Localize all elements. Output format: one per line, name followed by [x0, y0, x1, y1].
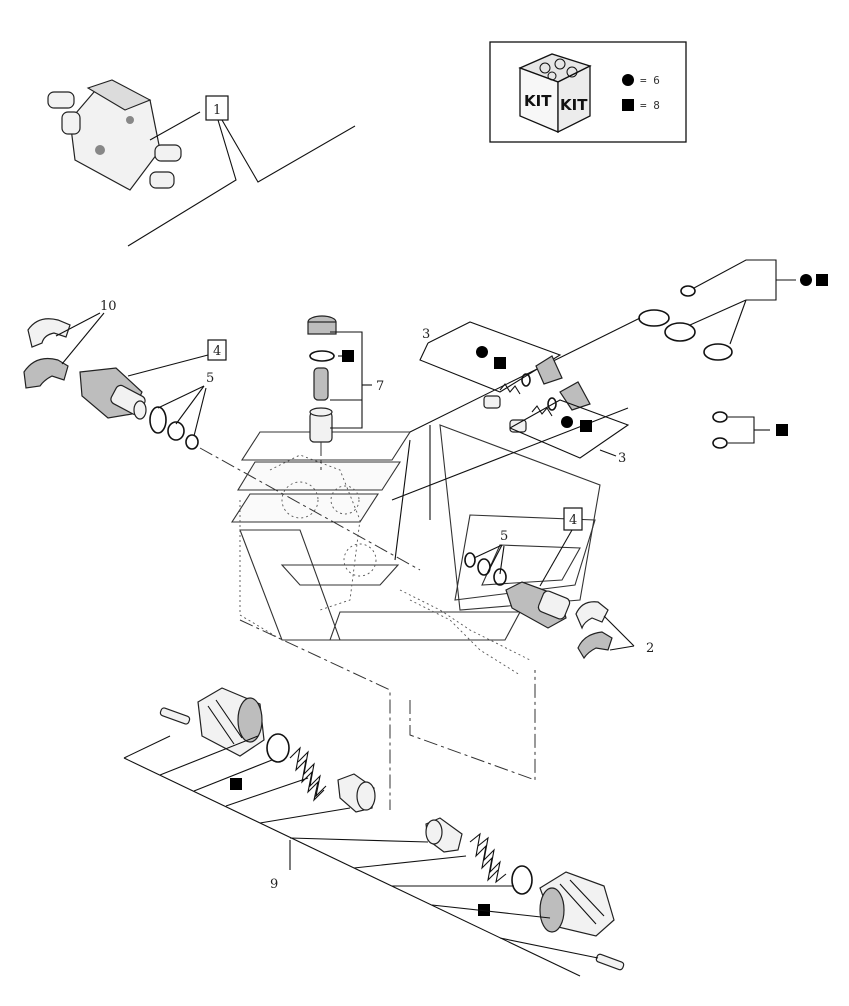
o-ring [712, 437, 728, 449]
callout-1: 1 [127, 95, 356, 247]
circle-marker-icon [561, 416, 573, 428]
spring-lower [469, 832, 507, 884]
end-cap-lower [539, 871, 625, 971]
callout-3-right-label: 3 [618, 451, 626, 466]
valve-body-outline [230, 317, 641, 676]
spool-end-upper [337, 773, 376, 813]
square-marker-icon [776, 424, 788, 436]
relief-cartridge-right [505, 581, 571, 629]
square-marker-icon [580, 420, 592, 432]
callout-3-top: 3 [419, 321, 562, 393]
callout-3-right: 3 [509, 399, 630, 466]
o-ring [149, 406, 167, 434]
callout-3-top-label: 3 [422, 327, 430, 342]
callout-4-left-label: 4 [213, 344, 221, 359]
callout-10-label: 10 [100, 299, 117, 314]
callout-7: 7 [330, 331, 384, 429]
callout-2: 2 [603, 615, 654, 656]
callout-4-right: 4 [539, 507, 583, 587]
o-rings-left [149, 406, 199, 450]
o-ring [638, 309, 670, 327]
callout-4-left: 4 [127, 339, 227, 377]
clamp-parts-left [23, 318, 71, 389]
seal-rings-right [712, 411, 770, 449]
valve-assembly-thumbnail [47, 79, 201, 191]
o-ring [266, 733, 290, 763]
o-rings-right [464, 552, 507, 586]
callout-2-label: 2 [646, 641, 654, 656]
spring-upper [289, 746, 327, 802]
circle-legend-text: = 6 [640, 74, 660, 87]
spool-end-lower [425, 817, 463, 853]
kit-label-right: KIT [560, 96, 588, 114]
o-ring [511, 865, 533, 895]
square-marker-icon [816, 274, 828, 286]
o-ring [185, 434, 199, 450]
callout-5-right: 5 [473, 529, 508, 575]
o-ring [167, 421, 185, 441]
callout-7-label: 7 [376, 379, 384, 394]
o-ring [680, 285, 696, 297]
callout-4-right-label: 4 [569, 513, 577, 528]
o-ring [712, 411, 728, 423]
square-marker-icon [230, 778, 242, 790]
o-ring [703, 343, 733, 361]
o-ring [493, 568, 507, 586]
callout-10: 10 [55, 299, 117, 365]
square-marker-icon [342, 350, 354, 362]
plug-assembly [307, 315, 337, 443]
callout-5-left-label: 5 [206, 371, 214, 386]
o-ring [464, 552, 476, 568]
circle-marker-icon [476, 346, 488, 358]
kit-legend: KIT KIT = 6 = 8 [489, 41, 687, 143]
circle-marker-icon [622, 74, 634, 86]
square-legend-text: = 8 [640, 99, 660, 112]
o-ring [477, 558, 491, 576]
o-ring [664, 322, 696, 342]
callout-5-left: 5 [157, 371, 214, 437]
end-cap-upper [159, 687, 265, 757]
kit-label-left: KIT [524, 92, 552, 110]
square-marker-icon [494, 357, 506, 369]
callout-1-label: 1 [213, 103, 221, 118]
seal-rings-upper-right [638, 259, 796, 361]
kit-box-icon: KIT KIT [518, 53, 592, 134]
square-marker-icon [478, 904, 490, 916]
callout-9: 9 [123, 735, 599, 977]
check-valve-upper [483, 355, 563, 409]
callout-9-label: 9 [270, 877, 278, 892]
callout-5-right-label: 5 [500, 529, 508, 544]
circle-marker-icon [800, 274, 812, 286]
square-marker-icon [622, 99, 634, 111]
clamp-parts-right [575, 601, 613, 660]
relief-cartridge-left [79, 367, 147, 420]
